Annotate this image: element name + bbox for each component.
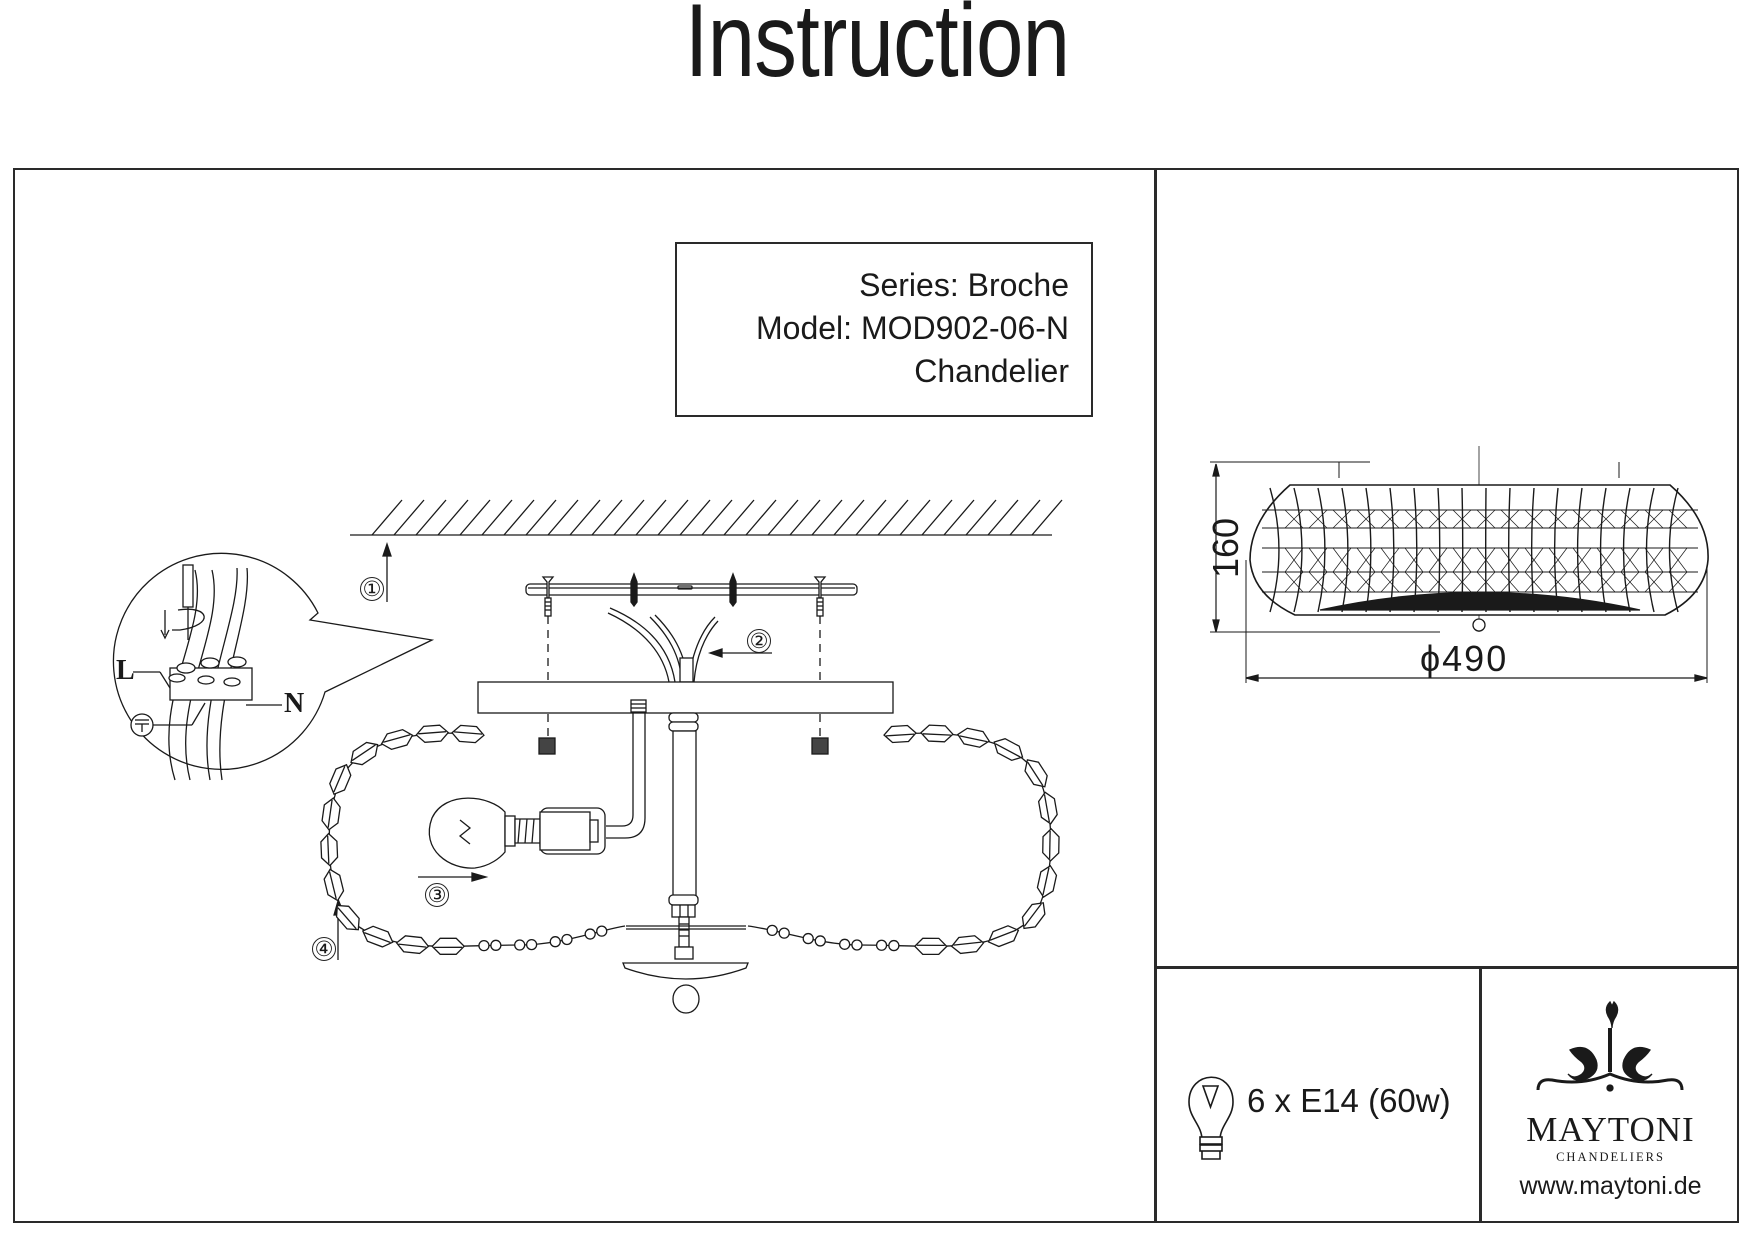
bead-icon bbox=[490, 939, 502, 951]
brand-website[interactable]: www.maytoni.de bbox=[1519, 1172, 1702, 1200]
earth-ground-icon bbox=[130, 702, 206, 737]
crystal-garland bbox=[320, 724, 1060, 956]
crystal-icon bbox=[395, 935, 430, 955]
wiring-detail-callout bbox=[112, 552, 435, 781]
step3-arrow-icon bbox=[418, 872, 489, 882]
screw-icon bbox=[541, 576, 555, 617]
crystal-icon bbox=[913, 937, 948, 956]
model-label: Model: MOD902-06-N bbox=[756, 310, 1069, 346]
crystal-icon bbox=[431, 937, 466, 955]
step-1-label: ① bbox=[360, 577, 384, 601]
crystal-icon bbox=[415, 724, 450, 743]
bead-icon bbox=[814, 935, 826, 947]
crystal-icon bbox=[335, 904, 360, 931]
height-dimension: 160 bbox=[1205, 517, 1246, 579]
crystal-icon bbox=[320, 832, 339, 867]
panel-divider-bottom bbox=[1479, 966, 1482, 1223]
bead-icon bbox=[525, 938, 538, 951]
crystal-icon bbox=[1036, 864, 1058, 898]
crystal-icon bbox=[380, 728, 414, 751]
bulb-spec: 6 x E14 (60w) bbox=[1247, 1082, 1451, 1119]
bead-icon bbox=[851, 939, 863, 951]
step2-arrow-icon bbox=[707, 648, 772, 658]
crystal-icon bbox=[361, 925, 394, 948]
series-label: Series: Broche bbox=[859, 267, 1069, 303]
brand-name: MAYTONI bbox=[1526, 1110, 1695, 1149]
bead-icon bbox=[802, 932, 814, 945]
bead-icon bbox=[778, 927, 790, 939]
panel-divider-horizontal bbox=[1154, 966, 1739, 969]
crystal-icon bbox=[451, 724, 485, 744]
crystal-icon bbox=[329, 763, 352, 796]
bead-icon bbox=[561, 933, 573, 946]
screwdriver-icon bbox=[182, 564, 194, 608]
bulb-arm bbox=[606, 699, 647, 839]
step-3-label: ③ bbox=[425, 883, 449, 907]
crystal-icon bbox=[950, 935, 985, 955]
step-4-label: ④ bbox=[312, 937, 336, 961]
diameter-dimension: ϕ490 bbox=[1420, 638, 1509, 679]
ceiling-hatch bbox=[350, 499, 1063, 536]
step-2-label: ② bbox=[747, 629, 771, 653]
canopy bbox=[477, 681, 894, 714]
elevation-drawing bbox=[1210, 446, 1709, 683]
crystal-icon bbox=[323, 868, 345, 902]
bead-icon bbox=[584, 928, 596, 940]
neutral-wire-label: N bbox=[284, 688, 305, 719]
bead-icon bbox=[596, 925, 608, 937]
bead-icon bbox=[766, 924, 778, 937]
bulb-with-socket bbox=[428, 797, 606, 869]
crystal-icon bbox=[321, 797, 341, 831]
crystal-icon bbox=[1021, 902, 1046, 930]
supply-wires bbox=[607, 607, 719, 683]
bead-icon bbox=[514, 939, 526, 951]
panel-divider-vertical bbox=[1154, 168, 1157, 1223]
crystal-icon bbox=[1037, 791, 1058, 825]
cap-nut-icon bbox=[538, 737, 556, 755]
page-title: Instruction bbox=[684, 0, 1070, 99]
step1-arrow-icon bbox=[382, 541, 392, 602]
bead-icon bbox=[839, 938, 851, 950]
wood-screw-icon bbox=[630, 572, 737, 608]
crystal-icon bbox=[919, 724, 954, 743]
central-rod bbox=[622, 712, 749, 1014]
terminal-block-icon bbox=[168, 656, 253, 701]
drawing-frame bbox=[13, 168, 1739, 1223]
live-wire-label: L bbox=[116, 655, 135, 686]
bead-icon bbox=[478, 939, 490, 952]
bead-icon bbox=[549, 936, 561, 948]
light-bulb-icon bbox=[1188, 1076, 1234, 1160]
screw-icon bbox=[813, 576, 827, 617]
crystal-icon bbox=[987, 925, 1020, 948]
crystal-icon bbox=[1042, 827, 1060, 862]
bead-icon bbox=[875, 939, 888, 951]
product-info-box: Series: Broche Model: MOD902-06-N Chande… bbox=[675, 242, 1093, 417]
cap-nut-icon bbox=[811, 737, 829, 755]
maytoni-ornament-icon bbox=[1536, 1000, 1684, 1092]
crystal-icon bbox=[956, 727, 991, 748]
brand-subtitle: CHANDELIERS bbox=[1556, 1150, 1665, 1164]
crystal-icon bbox=[350, 741, 379, 766]
crystal-icon bbox=[993, 738, 1024, 762]
crystal-icon bbox=[883, 724, 917, 744]
bead-icon bbox=[888, 939, 900, 952]
mounting-plate bbox=[525, 572, 858, 617]
product-type-label: Chandelier bbox=[914, 353, 1069, 389]
